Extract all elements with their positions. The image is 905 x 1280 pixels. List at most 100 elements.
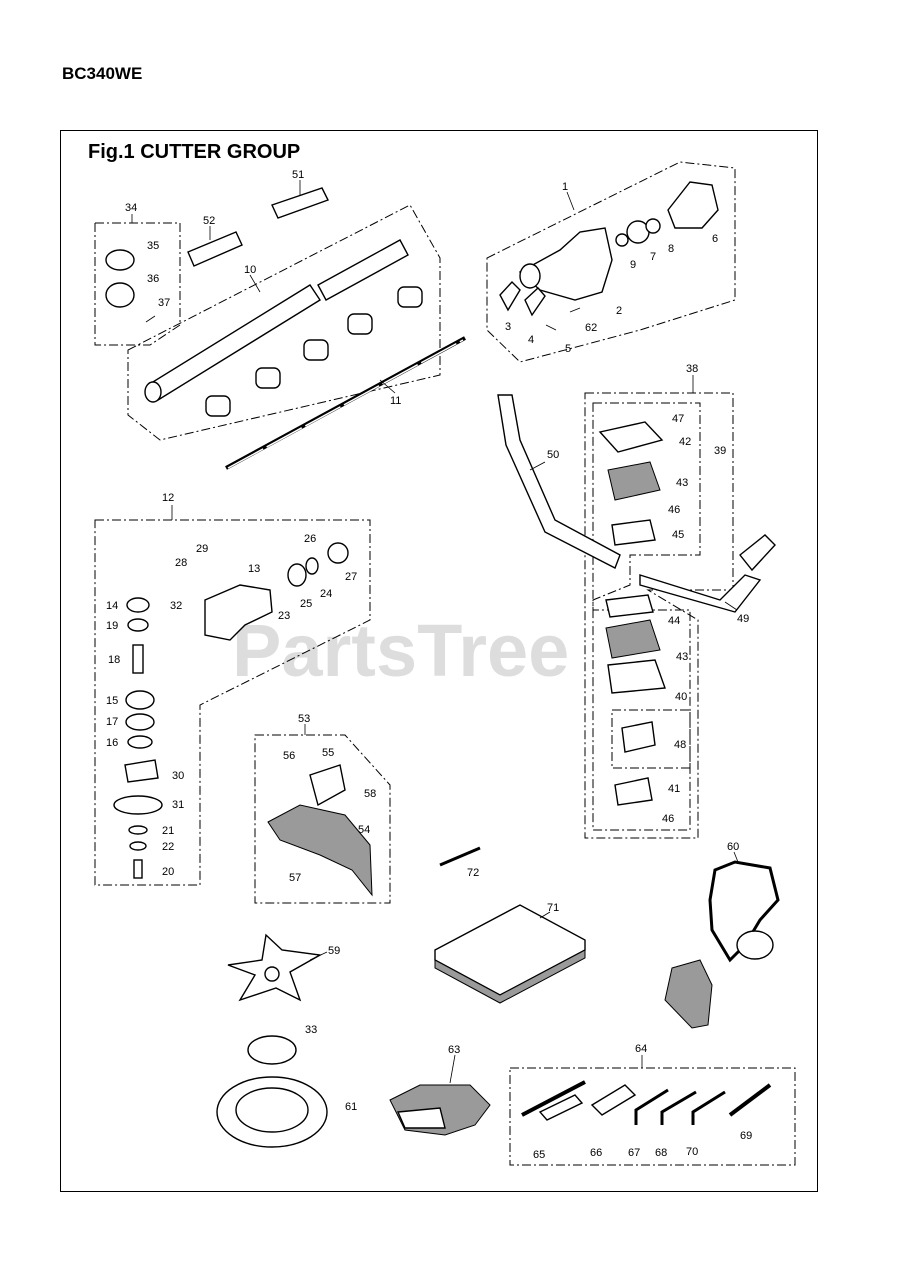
callout-15: 15 <box>106 695 118 707</box>
holder-30 <box>124 759 159 783</box>
callout-57: 57 <box>289 872 301 884</box>
callout-64: 64 <box>635 1043 647 1055</box>
group-boxes <box>94 161 796 1166</box>
grip-51 <box>271 187 329 219</box>
leader-lines <box>131 180 739 1084</box>
callout-23: 23 <box>278 610 290 622</box>
callout-65: 65 <box>533 1149 545 1161</box>
bracket-55 <box>309 764 346 807</box>
cover-31 <box>113 795 163 815</box>
tool-68 <box>660 1090 697 1125</box>
group-box-1 <box>486 161 736 363</box>
blade-hub <box>264 966 280 982</box>
callout-62: 62 <box>585 322 597 334</box>
callout-24: 24 <box>320 588 332 600</box>
callout-52: 52 <box>203 215 215 227</box>
callout-21: 21 <box>162 825 174 837</box>
guard-54 <box>267 804 373 897</box>
clamp-3 <box>499 280 521 312</box>
callout-63: 63 <box>448 1044 460 1056</box>
callout-55: 55 <box>322 747 334 759</box>
grip-52 <box>187 231 243 267</box>
callout-41: 41 <box>668 783 680 795</box>
watermark: PartsTree <box>232 609 569 692</box>
tool-65 <box>521 1080 586 1117</box>
callout-12: 12 <box>162 492 174 504</box>
callout-17: 17 <box>106 716 118 728</box>
callout-70: 70 <box>686 1146 698 1158</box>
callout-47: 47 <box>672 413 684 425</box>
washer-21 <box>128 825 148 835</box>
callout-8: 8 <box>668 243 674 255</box>
washer-22 <box>129 841 147 851</box>
holder-45 <box>611 519 656 546</box>
clamp-4 <box>524 286 546 317</box>
callout-44: 44 <box>668 615 680 627</box>
shaft-11 <box>225 336 466 470</box>
plate-71 <box>434 904 586 996</box>
callout-53: 53 <box>298 713 310 725</box>
tube-end <box>144 381 162 403</box>
tie-72 <box>439 846 481 867</box>
gear-case-13 <box>204 584 273 641</box>
drum-6 <box>667 181 719 229</box>
ring-9 <box>615 233 629 247</box>
model-number: BC340WE <box>62 64 143 83</box>
ring-guard-inner <box>235 1087 309 1133</box>
tool-69 <box>728 1083 772 1117</box>
group-box-48 <box>611 709 691 769</box>
plate-edge <box>434 949 586 1004</box>
ring-8 <box>645 218 661 234</box>
callout-35: 35 <box>147 240 159 252</box>
figure-frame <box>60 130 818 1192</box>
tool-65b <box>538 1094 584 1121</box>
callout-9: 9 <box>630 259 636 271</box>
callout-36: 36 <box>147 273 159 285</box>
bearing-14 <box>126 597 150 613</box>
handle-49 <box>639 574 762 613</box>
harness-hook <box>736 930 774 960</box>
callout-3: 3 <box>505 321 511 333</box>
callout-48: 48 <box>674 739 686 751</box>
handle-50 <box>497 394 621 569</box>
ring-16 <box>127 735 153 749</box>
callout-19: 19 <box>106 620 118 632</box>
group-box-39 <box>592 402 701 831</box>
block-43-bottom <box>605 619 661 659</box>
callout-29: 29 <box>196 543 208 555</box>
callout-46-top: 46 <box>668 504 680 516</box>
group-box-64 <box>509 1067 796 1166</box>
callout-5: 5 <box>565 343 571 355</box>
callout-22: 22 <box>162 841 174 853</box>
clamp-35 <box>105 249 135 271</box>
base-40 <box>607 659 666 694</box>
callout-37: 37 <box>158 297 170 309</box>
ring-27 <box>327 542 349 564</box>
callout-10: 10 <box>244 264 256 276</box>
group-box-53 <box>254 734 391 904</box>
callout-33: 33 <box>305 1024 317 1036</box>
sleeve-48 <box>621 721 656 753</box>
bearing-15 <box>125 690 155 710</box>
figure-title: Fig.1 CUTTER GROUP <box>88 141 301 163</box>
group-box-38 <box>584 392 734 839</box>
callout-1: 1 <box>562 181 568 193</box>
callout-56: 56 <box>283 750 295 762</box>
holder-44 <box>605 594 654 618</box>
dish-33 <box>247 1035 297 1065</box>
tool-67 <box>634 1088 669 1125</box>
callout-31: 31 <box>172 799 184 811</box>
callout-58: 58 <box>364 788 376 800</box>
callout-45: 45 <box>672 529 684 541</box>
callout-28: 28 <box>175 557 187 569</box>
callout-51: 51 <box>292 169 304 181</box>
bearing-17 <box>125 713 155 731</box>
callout-20: 20 <box>162 866 174 878</box>
spindle-18 <box>132 644 144 674</box>
cover-42 <box>598 421 664 453</box>
callout-66: 66 <box>590 1147 602 1159</box>
callout-30: 30 <box>172 770 184 782</box>
tube-10 <box>147 284 321 401</box>
bolt-20 <box>133 859 143 879</box>
